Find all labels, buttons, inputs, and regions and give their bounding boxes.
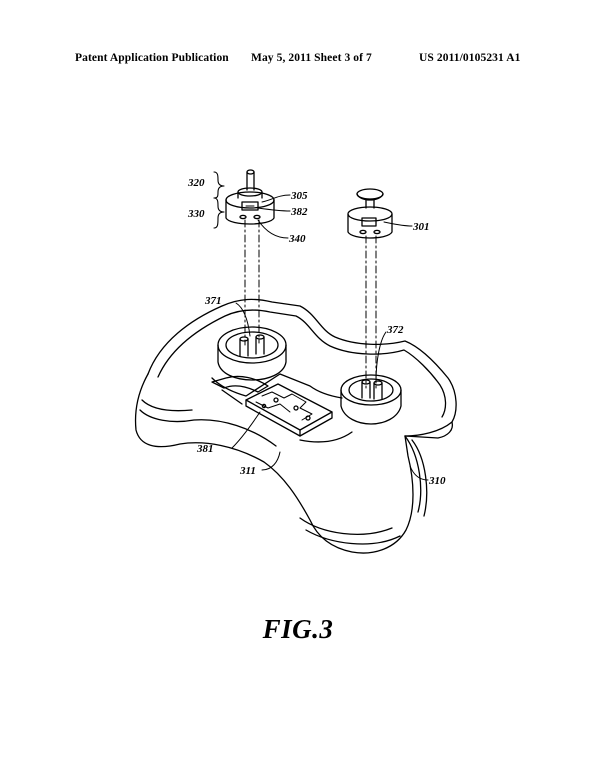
figure-caption: FIG.3	[262, 614, 334, 644]
controller-housing	[134, 298, 457, 554]
ref-311: 311	[239, 465, 256, 477]
ref-310: 310	[428, 475, 446, 487]
ref-320: 320	[187, 177, 205, 189]
left-joystick-module	[225, 169, 275, 225]
circuit-board	[245, 383, 333, 437]
right-joystick-module	[347, 188, 393, 239]
date-and-sheet: May 5, 2011 Sheet 3 of 7	[251, 52, 372, 64]
right-stick-mount	[340, 374, 402, 425]
ref-330: 330	[187, 208, 205, 220]
leader-lines	[231, 194, 429, 481]
reference-numerals: 320 330 305 382 340 301 371 372 381 311 …	[187, 177, 446, 487]
page-header: Patent Application Publication May 5, 20…	[0, 52, 596, 72]
alignment-lines	[244, 219, 377, 389]
ref-371: 371	[204, 295, 222, 307]
publication-number: US 2011/0105231 A1	[419, 52, 521, 64]
ref-301: 301	[412, 221, 430, 233]
publication-type: Patent Application Publication	[75, 52, 229, 64]
ref-381: 381	[196, 443, 214, 455]
reference-braces	[213, 171, 225, 229]
ref-305: 305	[290, 190, 308, 202]
left-stick-mount	[217, 326, 287, 381]
ref-382: 382	[290, 206, 308, 218]
ref-340: 340	[288, 233, 306, 245]
ref-372: 372	[386, 324, 404, 336]
